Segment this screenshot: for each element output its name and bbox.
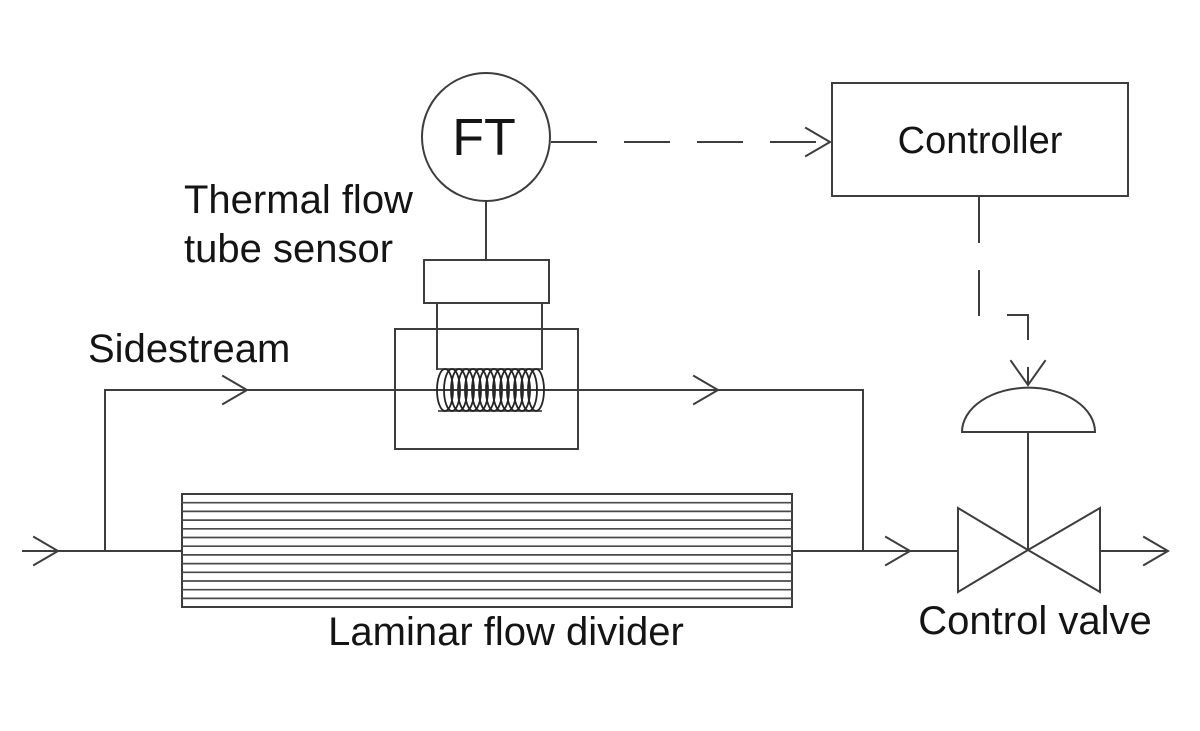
arrow-right-icon (692, 374, 720, 406)
control-valve-label: Control valve (918, 599, 1151, 643)
sensor-tube-walls (436, 302, 543, 370)
valve-body-left (957, 506, 1030, 594)
arrow-right-icon (1142, 535, 1170, 567)
valve-body-right (1026, 506, 1101, 594)
sensor-cap (423, 259, 550, 304)
arrow-down-icon (1009, 359, 1047, 387)
inlet-flow-line (22, 535, 183, 567)
sensor-housing (394, 328, 579, 450)
sensor-coil (436, 368, 545, 412)
signal-ft-to-controller (551, 126, 832, 158)
laminar-flow-divider (181, 493, 793, 608)
divider-plates (182, 501, 792, 600)
ft-tag-label: FT (452, 109, 516, 167)
controller-box (831, 82, 1129, 197)
thermal-sensor-label-line2: tube sensor (184, 227, 393, 271)
controller: Controller (831, 82, 1129, 197)
thermal-flow-sensor (394, 259, 579, 450)
control-valve (957, 386, 1170, 594)
flow-transmitter: FT (421, 72, 551, 261)
valve-actuator-dome (960, 386, 1097, 433)
arrow-right-icon (804, 126, 832, 158)
outlet-flow-line (791, 535, 959, 567)
arrow-right-icon (884, 535, 912, 567)
laminar-flow-divider-label: Laminar flow divider (328, 610, 684, 654)
sidestream-label: Sidestream (88, 327, 290, 371)
signal-controller-to-valve (978, 197, 1047, 387)
controller-label: Controller (898, 120, 1063, 162)
thermal-sensor-label-line1: Thermal flow (184, 178, 413, 222)
sidestream-line (104, 389, 864, 552)
signal-line (978, 197, 1029, 384)
sidestream-loop (104, 374, 864, 552)
arrow-right-icon (32, 535, 60, 567)
arrow-right-icon (221, 374, 249, 406)
